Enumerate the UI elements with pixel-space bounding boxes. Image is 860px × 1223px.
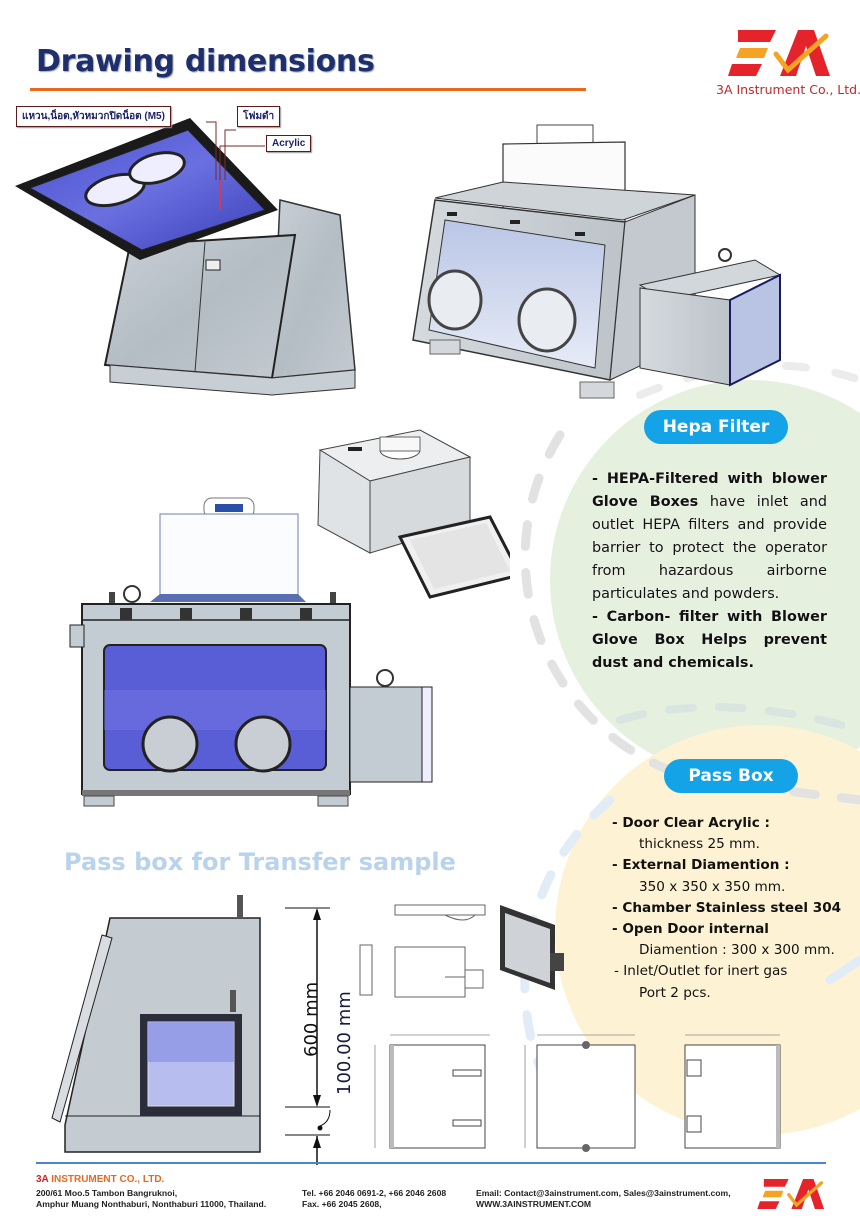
footer-fax: Fax. +66 2045 2608, (302, 1199, 382, 1209)
footer-logo-3a-icon (757, 1178, 825, 1210)
footer-phone: Tel. +66 2046 0691-2, +66 2046 2608 Fax.… (302, 1188, 446, 1210)
spec-external-dimension: - External Diamention : 350 x 350 x 350 … (612, 855, 841, 897)
hepa-filter-housing-illustration (317, 429, 510, 599)
footer-website[interactable]: WWW.3AINSTRUMENT.COM (476, 1199, 592, 1209)
spec-value: Diamention : 300 x 300 mm. (639, 942, 835, 959)
spec-value: thickness 25 mm. (639, 836, 760, 853)
pass-box-section-title: Pass box for Transfer sample (64, 848, 456, 876)
callout-acrylic: Acrylic (266, 135, 312, 152)
spec-chamber-material: - Chamber Stainless steel 304 (612, 898, 841, 919)
dashed-arc-gray (520, 430, 860, 805)
hepa-filter-description: - HEPA-Filtered with blower Glove Boxes … (592, 468, 827, 675)
pass-box-badge: Pass Box (664, 759, 798, 793)
passbox-background-circle (555, 725, 860, 1135)
spec-heading: - External Diamention : (612, 857, 790, 874)
spec-gas-port: - Inlet/Outlet for inert gas Port 2 pcs. (612, 961, 841, 1003)
spec-heading: - Door Clear Acrylic : (612, 815, 770, 831)
passbox-side-view-illustration (51, 895, 331, 1165)
glovebox-front-view-illustration (69, 497, 433, 807)
spec-heading: - Inlet/Outlet for inert gas (614, 963, 788, 980)
company-name: 3A Instrument Co., Ltd. (716, 82, 860, 97)
spec-door-acrylic: - Door Clear Acrylic : thickness 25 mm. (612, 813, 841, 855)
hepa-paragraph1-bold: - HEPA-Filtered with blower Glove Boxes (592, 471, 827, 510)
dimension-base-label: 100.00 mm (334, 991, 355, 1095)
hepa-paragraph1-text: have inlet and outlet HEPA filters and p… (592, 494, 827, 602)
footer-address-line1: 200/61 Moo.5 Tambon Bangruknoi, (36, 1188, 178, 1198)
footer-brand: 3A (36, 1174, 49, 1185)
cad-view-right (684, 1034, 781, 1149)
footer-address: 200/61 Moo.5 Tambon Bangruknoi, Amphur M… (36, 1188, 266, 1210)
hepa-filter-badge: Hepa Filter (644, 410, 788, 444)
title-underline (30, 88, 586, 91)
footer-logo (756, 1172, 828, 1216)
footer-company-name: 3A INSTRUMENT CO., LTD. (36, 1174, 164, 1185)
footer-contact: Email: Contact@3ainstrument.com, Sales@3… (476, 1188, 731, 1210)
cad-view-left (374, 1034, 490, 1149)
pass-box-spec-list: - Door Clear Acrylic : thickness 25 mm. … (612, 813, 841, 1004)
hepa-paragraph2-bold: - Carbon- filter with Blower Glove Box H… (592, 609, 827, 671)
spec-value: Port 2 pcs. (639, 984, 711, 1001)
footer-address-line2: Amphur Muang Nonthaburi, Nonthaburi 1100… (36, 1199, 267, 1209)
footer-divider (36, 1162, 826, 1164)
callout-washer-nut-cap: แหวน,น็อต,หัวหมวกปิดน็อต (M5) (16, 106, 171, 127)
spec-value: 350 x 350 x 350 mm. (639, 878, 786, 895)
footer-email[interactable]: Email: Contact@3ainstrument.com, Sales@3… (476, 1188, 731, 1198)
hepa-background-circle (550, 380, 860, 780)
dashed-arc-green (616, 703, 860, 734)
company-logo (726, 24, 836, 82)
spec-open-door-internal: - Open Door internal Diamention : 300 x … (612, 919, 841, 961)
passbox-door-cad-drawings (359, 904, 564, 998)
page-title: Drawing dimensions (36, 44, 375, 79)
footer-company: INSTRUMENT CO., LTD. (48, 1174, 165, 1185)
logo-3a-icon (728, 30, 830, 76)
passbox-orthographic-cad-drawings (374, 1034, 781, 1152)
spec-heading: - Open Door internal (612, 921, 769, 938)
dashed-arc-blue-right (825, 955, 860, 985)
cad-view-center (524, 1034, 636, 1152)
glovebox-3d-illustration (412, 124, 782, 399)
spec-heading: - Chamber Stainless steel 304 (612, 899, 842, 916)
footer-tel: Tel. +66 2046 0691-2, +66 2046 2608 (302, 1188, 447, 1198)
glovebox-open-lid-illustration (15, 118, 356, 396)
callout-black-foam: โฟมดำ (237, 106, 281, 127)
dimension-height-label: 600 mm (301, 981, 322, 1057)
